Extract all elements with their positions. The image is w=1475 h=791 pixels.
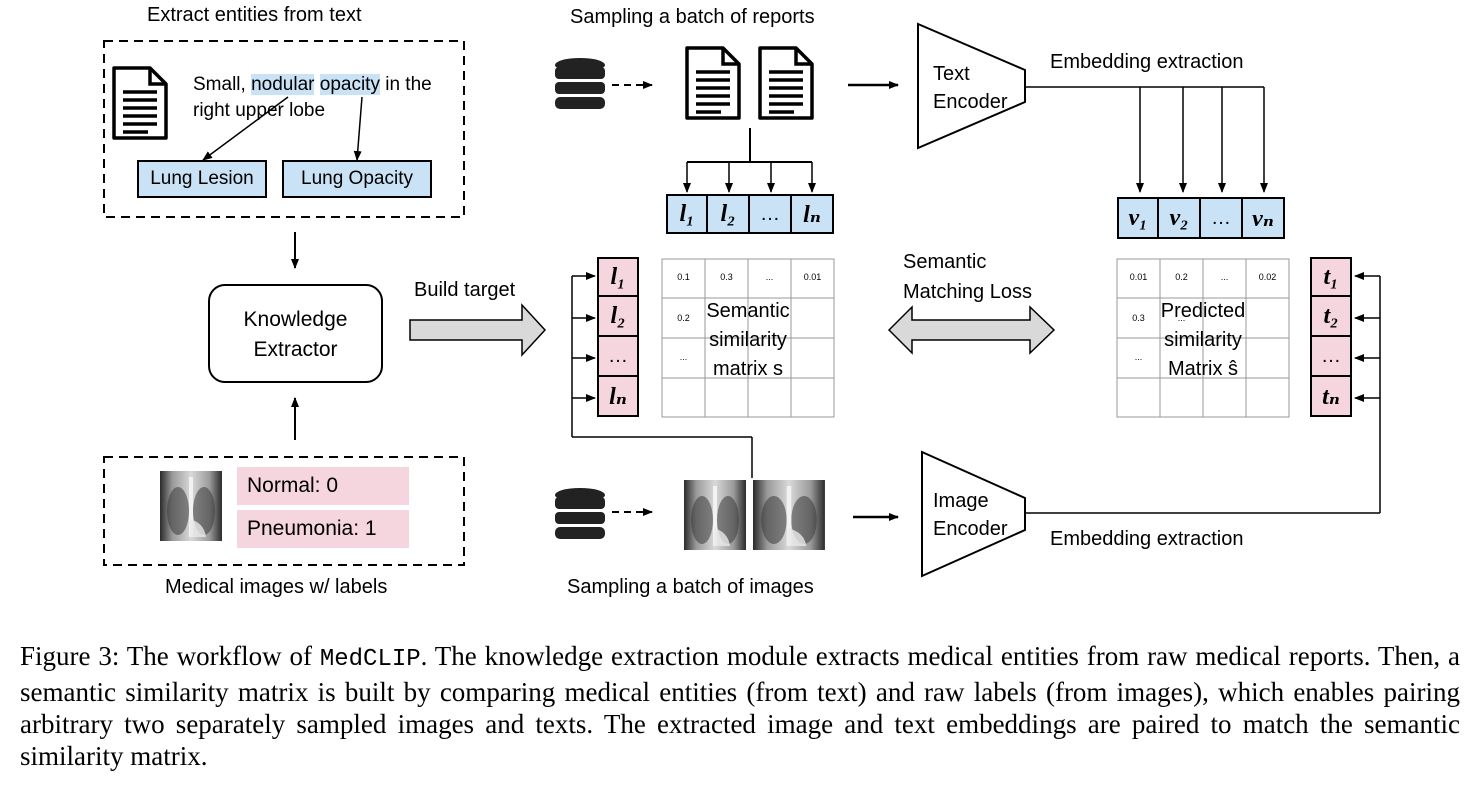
semantic-matrix-label: Semantic similarity matrix s [662, 297, 834, 384]
knowledge-extractor-line2: Extractor [253, 338, 338, 361]
document-icon [112, 66, 168, 140]
matrix-cell: 0.2 [677, 313, 690, 323]
vector-cell: … [1201, 197, 1243, 239]
matrix-cell: 0.3 [1132, 313, 1145, 323]
entity-lung-opacity: Lung Opacity [282, 160, 432, 198]
report-text: in the [379, 74, 432, 95]
image-encoder-line1: Image [933, 490, 989, 512]
vector-cell: l₁ [666, 194, 708, 234]
matrix-cell: ... [765, 272, 774, 282]
image-encoder-shape [921, 450, 1026, 578]
vector-cell: l₂ [708, 194, 750, 234]
extract-entities-title: Extract entities from text [147, 4, 362, 26]
vector-cell: l₁ [597, 257, 639, 297]
matrix-cell: 0.01 [1129, 272, 1148, 282]
predicted-matrix-grid [1116, 258, 1290, 418]
knowledge-extractor-line1: Knowledge [243, 308, 348, 331]
knowledge-extractor-box [208, 284, 383, 383]
text-encoder-shape [917, 22, 1026, 150]
matrix-cell: ... [1177, 313, 1186, 323]
vector-cell: lₙ [597, 377, 639, 417]
label-vector-top: l₁ l₂ … lₙ [666, 194, 834, 234]
semantic-matrix-line3: matrix s [713, 358, 783, 380]
document-icon [758, 46, 814, 120]
caption-code: MedCLIP [319, 646, 421, 673]
xray-image [160, 471, 222, 541]
semantic-matching-line1: Semantic [903, 251, 987, 273]
report-text [314, 74, 319, 95]
label-vector-left: l₁ l₂ … lₙ [597, 257, 639, 417]
matrix-cell: 0.1 [677, 272, 690, 282]
build-target-arrow [409, 303, 547, 357]
highlight-opacity: opacity [319, 74, 380, 95]
figure-caption: Figure 3: The workflow of MedCLIP. The k… [20, 640, 1460, 772]
text-encoder-line2: Encoder [933, 91, 1008, 113]
image-encoder-line2: Encoder [933, 518, 1008, 540]
xray-image [753, 480, 825, 550]
semantic-matrix-line2: similarity [709, 329, 787, 351]
caption-prefix: Figure 3: The workflow of [20, 641, 320, 671]
vector-cell: … [1310, 337, 1352, 377]
vector-cell: lₙ [792, 194, 834, 234]
xray-image [684, 480, 746, 550]
report-snippet-line1: Small, nodular opacity in the [193, 74, 432, 96]
label-normal: Normal: 0 [237, 467, 409, 505]
image-embedding-vector: t₁ t₂ … tₙ [1310, 257, 1352, 417]
caption-text: . The knowledge extraction module extrac… [20, 641, 1460, 771]
vector-cell: t₂ [1310, 297, 1352, 337]
image-encoder-label: Image Encoder [933, 487, 1008, 543]
vector-cell: tₙ [1310, 377, 1352, 417]
semantic-matrix-line1: Semantic [706, 300, 790, 322]
text-embedding-vector: v₁ v₂ … vₙ [1117, 197, 1285, 239]
vector-cell: … [597, 337, 639, 377]
embedding-extraction-top: Embedding extraction [1050, 51, 1244, 73]
vector-cell: t₁ [1310, 257, 1352, 297]
report-text: Small, [193, 74, 252, 95]
label-pneumonia: Pneumonia: 1 [237, 510, 409, 548]
knowledge-extractor-label: Knowledge Extractor [209, 305, 382, 365]
highlight-nodular: nodular [251, 74, 315, 95]
semantic-matching-line2: Matching Loss [903, 281, 1032, 303]
predicted-matrix-line3: Matrix ŝ [1168, 358, 1238, 380]
database-icon [555, 58, 605, 109]
extract-entities-box [103, 40, 465, 218]
vector-cell: … [750, 194, 792, 234]
semantic-matching-arrow [887, 305, 1056, 355]
report-snippet-line2: right upper lobe [193, 100, 326, 121]
entity-lung-lesion: Lung Lesion [137, 160, 267, 198]
vector-cell: v₁ [1117, 197, 1159, 239]
matrix-cell: 0.01 [803, 272, 822, 282]
vector-cell: vₙ [1243, 197, 1285, 239]
predicted-matrix-label: Predicted similarity Matrix ŝ [1117, 297, 1289, 384]
workflow-diagram [103, 22, 1381, 578]
sampling-reports-label: Sampling a batch of reports [570, 6, 815, 28]
semantic-matching-label: Semantic Matching Loss [903, 247, 1032, 307]
predicted-matrix-line1: Predicted [1160, 300, 1246, 322]
text-encoder-label: Text Encoder [933, 60, 1008, 116]
vector-cell: v₂ [1159, 197, 1201, 239]
matrix-cell: ... [1220, 272, 1229, 282]
matrix-cell: ... [1134, 352, 1143, 362]
database-icon [555, 488, 605, 539]
text-encoder-line1: Text [933, 63, 970, 85]
vector-cell: l₂ [597, 297, 639, 337]
matrix-cell: 0.3 [720, 272, 733, 282]
matrix-cell: ... [679, 352, 688, 362]
medical-images-caption: Medical images w/ labels [165, 576, 388, 598]
predicted-matrix-line2: similarity [1164, 329, 1242, 351]
medical-images-box [103, 456, 465, 566]
embedding-extraction-bottom: Embedding extraction [1050, 528, 1244, 550]
sampling-images-label: Sampling a batch of images [567, 576, 814, 598]
semantic-matrix-grid [661, 258, 835, 418]
matrix-cell: 0.02 [1258, 272, 1277, 282]
document-icon [685, 46, 741, 120]
build-target-label: Build target [414, 279, 516, 301]
matrix-cell: 0.2 [1175, 272, 1188, 282]
